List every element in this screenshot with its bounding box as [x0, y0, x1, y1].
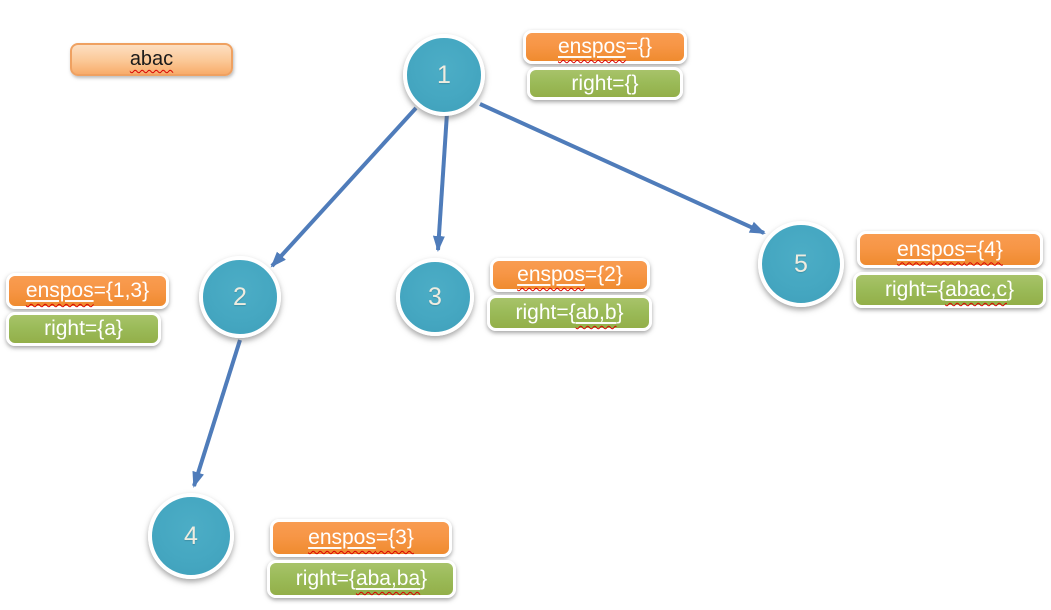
enspos-value: ={1,3}	[93, 279, 150, 302]
tree-node-2: 2	[199, 256, 281, 338]
right-suffix: }	[616, 301, 624, 324]
node-2-enspos-chip: enspos={1,3}	[6, 273, 169, 309]
enspos-word: enspos	[308, 526, 376, 549]
node-3-enspos-chip: enspos={2}	[490, 258, 650, 292]
enspos-value: ={4}	[964, 237, 1003, 261]
enspos-value: ={}	[625, 35, 652, 58]
tree-node-5: 5	[758, 221, 844, 307]
right-prefix: right={}	[571, 71, 639, 95]
tree-node-3: 3	[396, 258, 474, 336]
node-number: 2	[233, 282, 247, 311]
node-1-enspos-chip: enspos={}	[523, 30, 687, 64]
right-word: abac,c	[945, 278, 1007, 301]
node-5-right-chip: right={abac,c}	[853, 272, 1046, 308]
enspos-value: ={3}	[375, 526, 414, 549]
input-string-label: abac	[129, 48, 174, 70]
right-suffix: }	[420, 567, 428, 590]
node-3-right-chip: right={ab,b}	[487, 295, 652, 331]
right-prefix: right={	[884, 278, 946, 301]
tree-node-4: 4	[148, 493, 234, 579]
enspos-word: enspos	[897, 237, 965, 261]
right-prefix: right={	[515, 301, 576, 324]
right-word: ab,b	[575, 301, 617, 324]
input-string-chip: abac	[70, 43, 233, 76]
node-4-enspos-chip: enspos={3}	[270, 519, 452, 557]
node-2-right-chip: right={a}	[6, 312, 161, 346]
edge-1-5	[479, 102, 766, 235]
right-prefix: right={a}	[44, 317, 123, 340]
edge-1-3	[432, 112, 449, 252]
node-number: 5	[794, 249, 808, 278]
edge-2-4	[192, 339, 242, 488]
node-1-right-chip: right={}	[527, 67, 683, 100]
node-number: 3	[428, 282, 442, 311]
enspos-value: ={2}	[584, 263, 623, 286]
right-suffix: }	[1007, 278, 1015, 301]
enspos-word: enspos	[557, 35, 626, 58]
node-number: 4	[184, 521, 198, 550]
node-5-enspos-chip: enspos={4}	[857, 231, 1043, 268]
right-prefix: right={	[295, 567, 356, 590]
right-word: aba,ba	[355, 567, 421, 590]
enspos-word: enspos	[517, 263, 585, 286]
node-4-right-chip: right={aba,ba}	[267, 560, 456, 598]
tree-node-1: 1	[403, 34, 485, 116]
edge-1-2	[270, 106, 418, 268]
enspos-word: enspos	[25, 279, 94, 302]
node-number: 1	[437, 60, 451, 89]
